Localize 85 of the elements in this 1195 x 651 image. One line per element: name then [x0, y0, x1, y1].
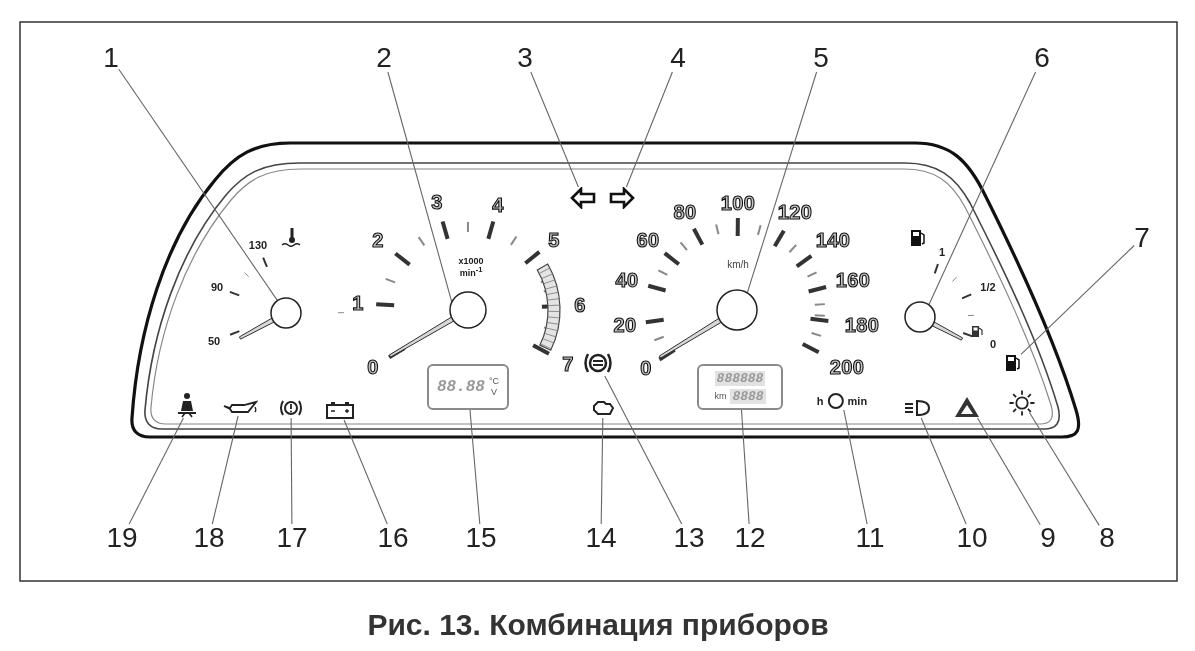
scale-number: 0	[640, 358, 652, 378]
unit-label: km	[714, 391, 727, 401]
scale-number: 1	[938, 246, 946, 258]
scale-number: 0	[367, 357, 379, 377]
leader-line	[469, 409, 481, 525]
scale-number: 5	[548, 230, 560, 250]
leader-line	[625, 71, 673, 188]
callout-number: 3	[517, 44, 533, 72]
callout-number: 6	[1034, 44, 1050, 72]
callout-number: 17	[276, 524, 308, 552]
scale-number: 1/2	[980, 281, 996, 293]
scale-number: 2	[372, 230, 384, 250]
callout-number: 15	[465, 524, 497, 552]
leader-line	[1028, 411, 1100, 526]
lcd-digits: 8888	[730, 388, 766, 404]
callout-number: 8	[1099, 524, 1115, 552]
leader-line	[387, 71, 453, 303]
engine-outline-icon	[590, 398, 616, 418]
odometer-display	[697, 364, 783, 410]
scale-number: 4	[492, 195, 504, 215]
scale-number: 140	[815, 230, 851, 250]
leader-line	[118, 68, 279, 302]
scale-number: 40	[615, 270, 639, 290]
left-arrow-icon	[570, 187, 596, 209]
leader-line	[211, 415, 239, 525]
callout-number: 13	[673, 524, 705, 552]
scale-number: 6	[574, 295, 586, 315]
callout-number: 16	[377, 524, 409, 552]
callout-number: 11	[855, 524, 885, 552]
lcd-display	[427, 364, 509, 410]
scale-number: 20	[613, 315, 637, 335]
oil-can-icon	[222, 400, 258, 416]
leader-line	[843, 409, 868, 525]
callout-number: 12	[734, 524, 766, 552]
scale-number: 50	[207, 335, 221, 347]
callout-number: 9	[1040, 524, 1056, 552]
scale-number: 1	[352, 293, 364, 313]
headlight-icon	[902, 398, 932, 418]
leader-line	[343, 419, 388, 525]
seated-person-icon	[176, 392, 198, 418]
leader-line	[920, 417, 967, 525]
leader-line	[746, 71, 818, 294]
unit-label: h	[816, 395, 824, 407]
leader-line	[1020, 244, 1135, 355]
callout-number: 14	[585, 524, 617, 552]
lcd-digits: 88.88	[436, 379, 485, 395]
lcd-digits: 888888	[714, 370, 766, 386]
scale-number: 80	[673, 202, 697, 222]
leader-line	[600, 417, 604, 525]
unit-label: min	[847, 395, 868, 407]
scale-number: 90	[210, 281, 224, 293]
sun-icon	[1009, 390, 1035, 416]
unit-label: km/h	[727, 260, 749, 270]
battery-icon	[325, 400, 355, 420]
callout-number: 2	[376, 44, 392, 72]
leader-line	[604, 375, 683, 525]
callout-number: 18	[193, 524, 225, 552]
scale-number: 160	[835, 270, 871, 290]
callout-number: 19	[106, 524, 138, 552]
right-arrow-icon	[609, 187, 635, 209]
leader-line	[740, 409, 750, 525]
callout-number: 10	[956, 524, 988, 552]
scale-number: 0	[989, 338, 997, 350]
circle-in-brackets-icon	[278, 398, 304, 418]
leader-line	[928, 71, 1037, 306]
scale-number: 180	[844, 315, 880, 335]
callout-number: 4	[670, 44, 686, 72]
scale-number: 7	[562, 354, 574, 374]
scale-number: 60	[636, 230, 660, 250]
scale-number: 3	[431, 192, 443, 212]
unit-label: °C	[488, 377, 500, 386]
figure-caption: Рис. 13. Комбинация приборов	[367, 607, 829, 641]
callout-number: 1	[103, 44, 119, 72]
unit-label: x1000 min$^{-1}$	[458, 257, 484, 279]
callout-number: 5	[813, 44, 829, 72]
fuel-pump-icon	[1005, 352, 1021, 372]
scale-number: 200	[829, 357, 865, 377]
scale-number: 100	[720, 193, 756, 213]
leader-line	[530, 71, 579, 188]
warning-triangle-icon	[954, 396, 980, 418]
leader-line	[290, 417, 293, 525]
scale-number: 130	[248, 239, 268, 251]
callout-number: 7	[1134, 224, 1150, 252]
unit-label: V	[491, 388, 497, 397]
scale-number: 120	[777, 202, 813, 222]
